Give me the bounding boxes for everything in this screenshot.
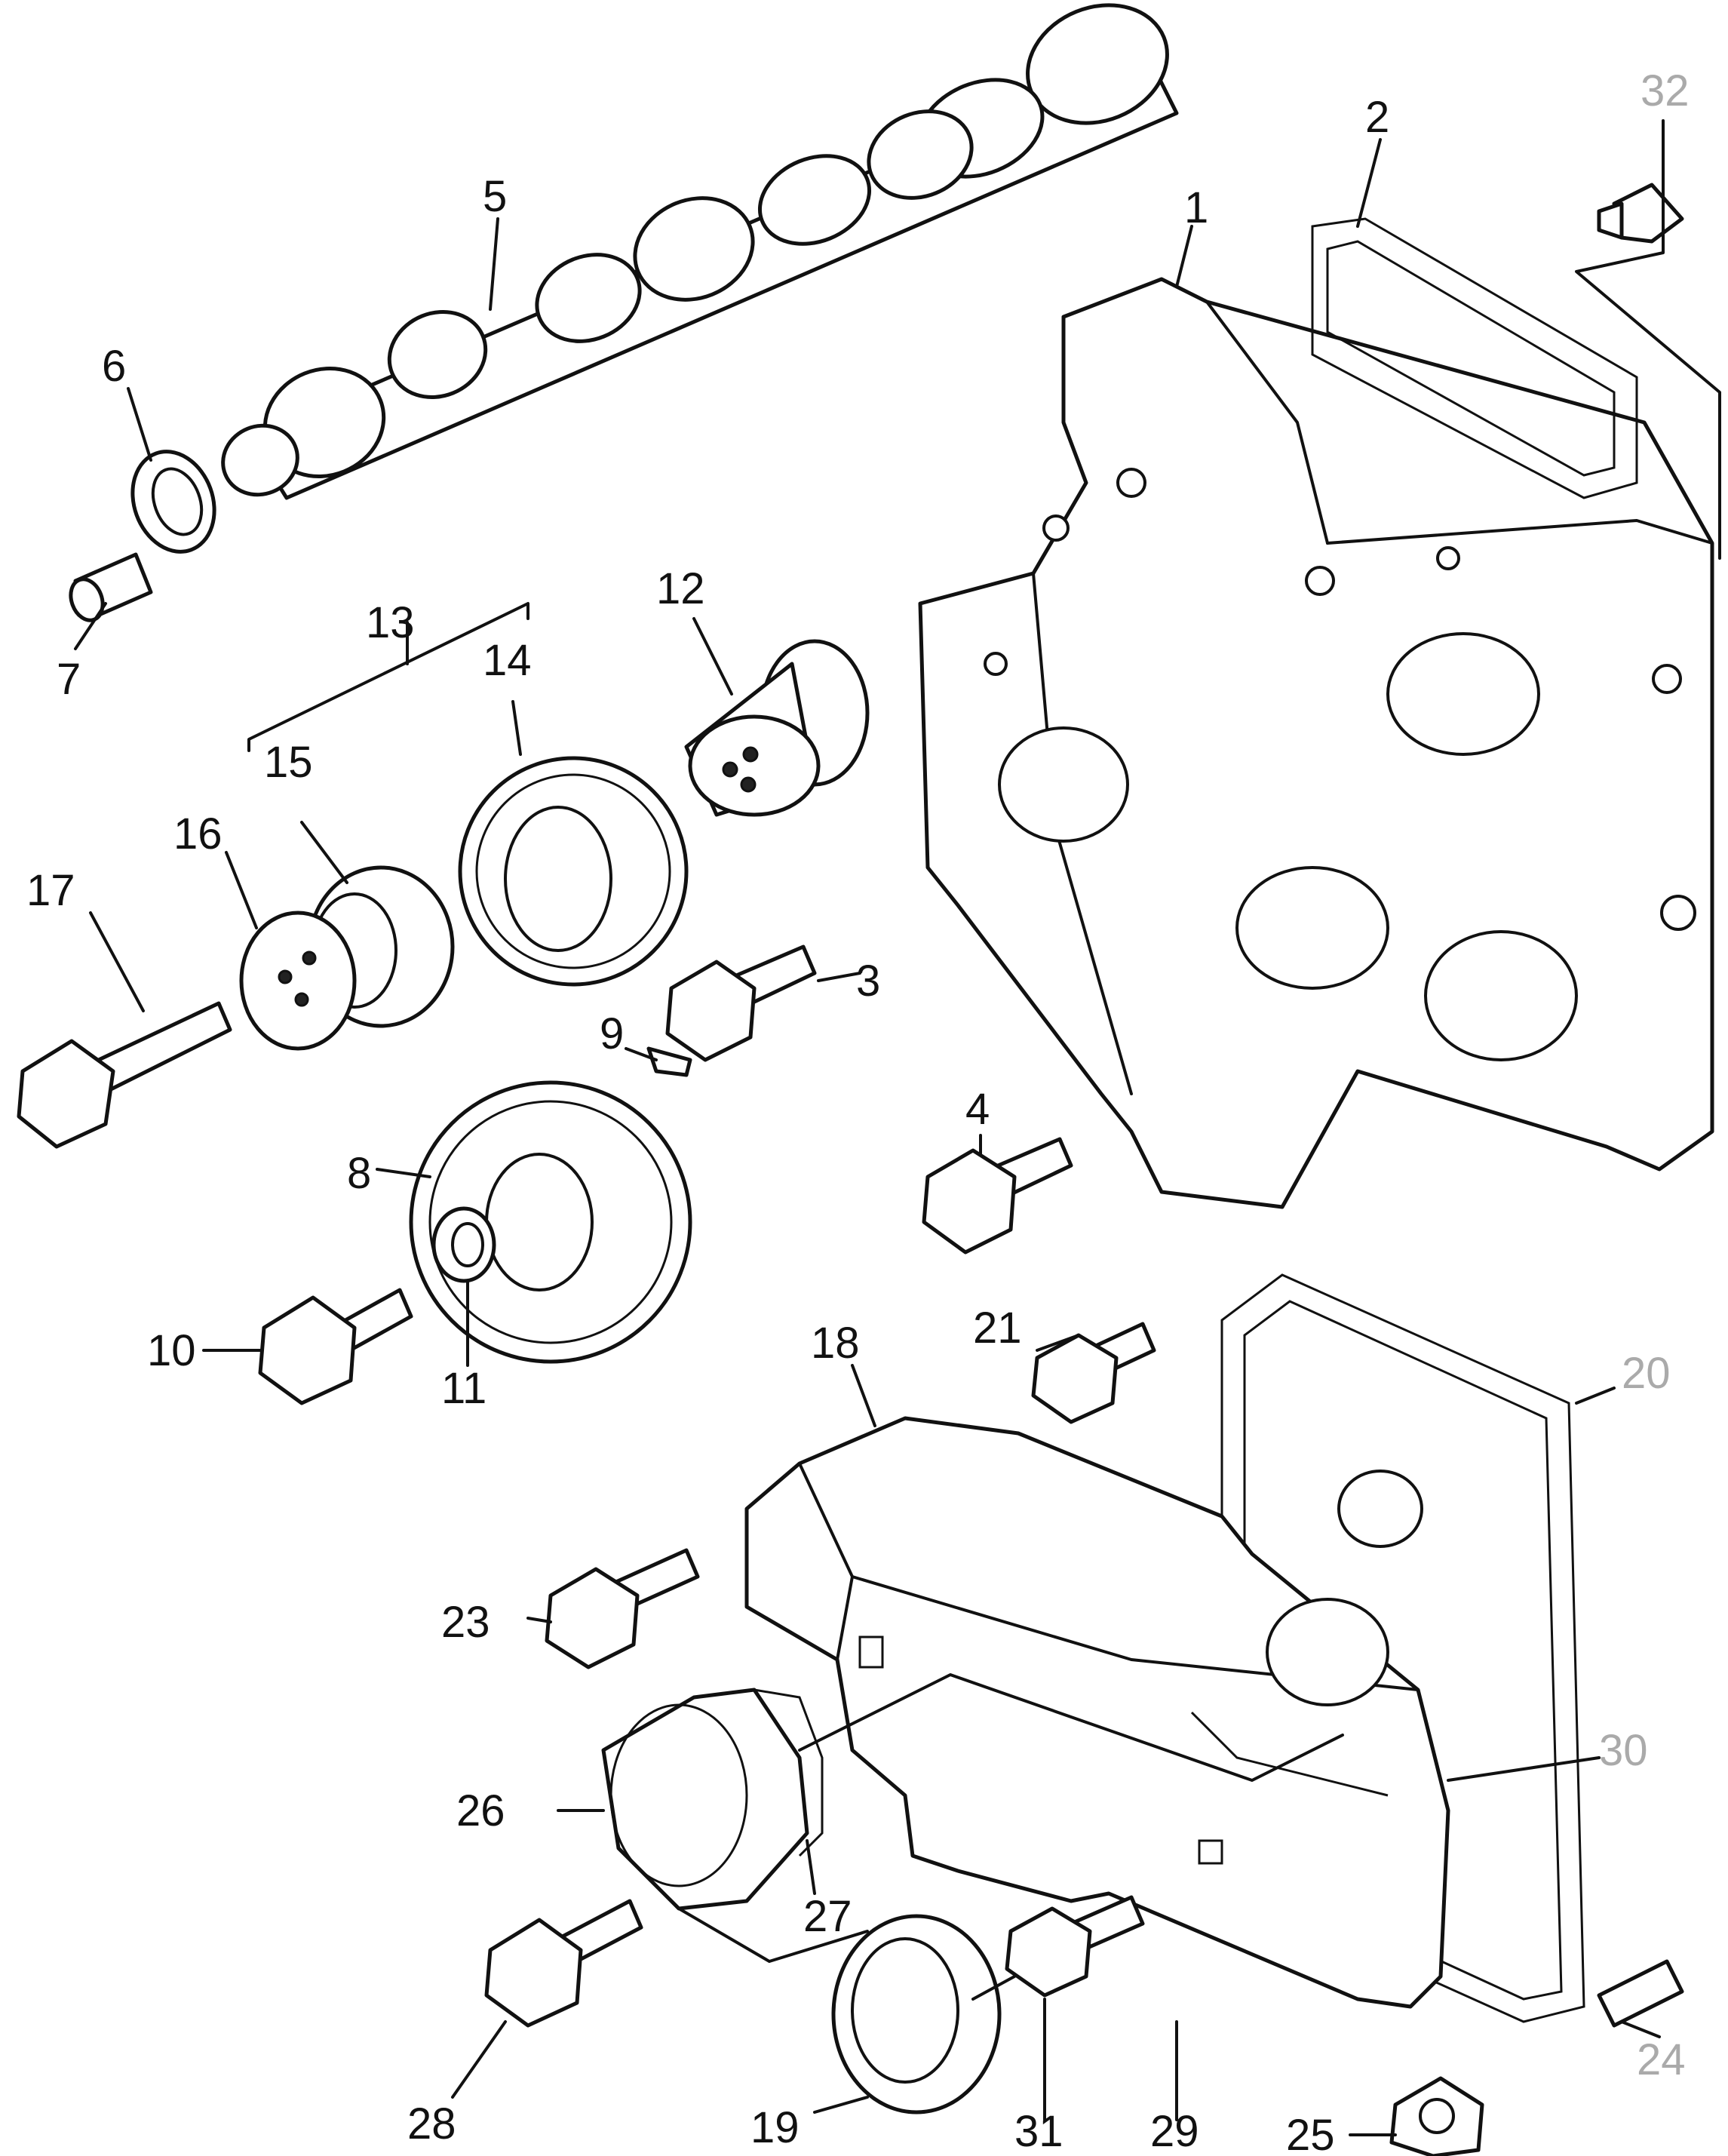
front-cover [744,1416,1450,2009]
gasket [1311,217,1638,499]
label-8: 8 [347,1149,371,1198]
bolt-23 [545,1548,700,1669]
label-10: 10 [147,1326,196,1375]
label-19: 19 [750,2103,800,2152]
label-26: 26 [456,1786,505,1835]
label-30: 30 [1599,1726,1648,1775]
label-24: 24 [1637,2035,1686,2084]
label-21: 21 [973,1304,1022,1353]
label-1: 1 [1184,183,1208,232]
label-3: 3 [856,957,880,1006]
label-18: 18 [811,1319,860,1368]
bolt-17 [17,1001,232,1149]
oil-seal [831,1914,1002,2115]
bolt-3 [665,944,817,1062]
label-12: 12 [656,564,705,613]
part-labels: 1 2 32 3 4 5 6 7 12 13 14 15 16 17 9 8 1… [26,66,1690,2156]
label-5: 5 [483,172,507,221]
label-23: 23 [441,1598,490,1647]
thrust-washer [130,450,216,554]
idler-plate [239,911,357,1051]
label-16: 16 [173,809,223,858]
washer-11 [431,1206,496,1283]
camshaft-gear [409,1080,692,1364]
bolt-28 [484,1899,643,2028]
dowel-24 [1597,1959,1684,2028]
label-9: 9 [600,1009,624,1058]
label-20: 20 [1622,1349,1671,1398]
label-6: 6 [102,342,126,391]
bolt-10 [258,1288,413,1405]
label-25: 25 [1286,2111,1335,2156]
label-11: 11 [441,1364,486,1413]
label-15: 15 [264,738,313,787]
label-14: 14 [483,636,532,685]
bolt-4 [922,1137,1073,1255]
dowel-pin [69,552,153,622]
label-2: 2 [1365,93,1389,142]
label-28: 28 [407,2099,456,2148]
label-32: 32 [1641,66,1690,115]
bolt-31 [1005,1895,1145,1998]
label-13: 13 [366,598,415,647]
idler-hub [684,639,870,817]
cover-plate-gasket [754,1688,824,1857]
cover-plate [601,1688,809,1911]
bolt-21 [1031,1322,1156,1424]
label-7: 7 [57,655,81,704]
nut-25 [1389,2076,1484,2156]
leader-lines [74,119,1721,2136]
woodruff-key [646,1046,692,1077]
label-31: 31 [1014,2107,1064,2156]
label-17: 17 [26,866,75,915]
bolt-32 [1597,183,1684,244]
idler-gear [458,756,689,987]
label-29: 29 [1150,2107,1199,2156]
timing-case [918,277,1714,1209]
label-27: 27 [803,1892,852,1941]
camshaft [221,3,1179,500]
label-4: 4 [965,1085,990,1134]
